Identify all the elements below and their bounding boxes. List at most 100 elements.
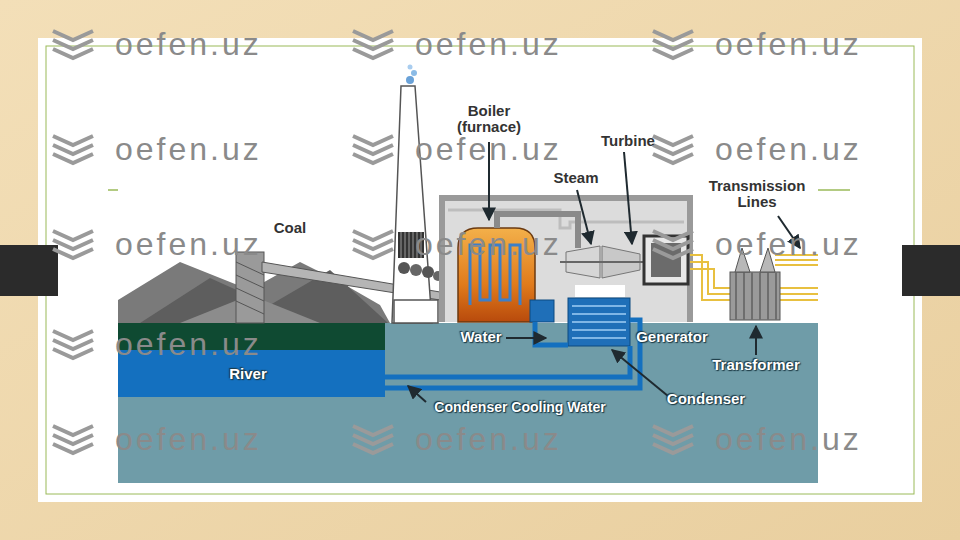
callout-label: Water <box>451 329 511 346</box>
watermark-icon <box>653 136 693 145</box>
watermark-icon <box>53 145 93 154</box>
watermark-icon <box>653 154 693 163</box>
watermark-icon <box>353 240 393 249</box>
slide-background <box>902 245 960 296</box>
watermark-icon <box>353 145 393 154</box>
watermark: oefen.uz <box>115 227 262 262</box>
watermark-icon <box>353 249 393 258</box>
power-plant-picture <box>118 50 818 483</box>
callout-label: Condenser <box>656 391 756 408</box>
power-plant-picture <box>535 322 568 345</box>
watermark-icon <box>53 240 93 249</box>
callout-label: Transformer <box>701 357 811 374</box>
watermark-icon <box>53 154 93 163</box>
watermark-icon <box>353 49 393 58</box>
slide-background <box>0 245 58 296</box>
callout-label: Generator <box>627 329 717 346</box>
power-plant-picture <box>406 76 414 84</box>
callout-label: Steam <box>536 170 616 187</box>
leader-line <box>624 152 632 244</box>
watermark-icon <box>53 40 93 49</box>
watermark-icon <box>653 231 693 240</box>
power-plant-picture <box>730 272 780 320</box>
watermark-icon <box>353 231 393 240</box>
watermark-icon <box>53 435 93 444</box>
power-plant-picture <box>385 320 640 388</box>
watermark-icon <box>353 154 393 163</box>
watermark-icon <box>653 249 693 258</box>
watermark: oefen.uz <box>415 422 562 457</box>
power-plant-picture <box>385 346 630 377</box>
slide-background <box>38 38 922 502</box>
slide-background <box>108 189 118 191</box>
power-plant-picture <box>236 262 264 314</box>
leader-line <box>408 386 426 402</box>
power-plant-picture <box>236 252 264 323</box>
watermark-icon <box>53 31 93 40</box>
watermark-icon <box>653 49 693 58</box>
watermark-icon <box>653 31 693 40</box>
leader-line <box>612 350 668 396</box>
leader-line <box>506 337 546 339</box>
callout-label: Coal <box>260 220 320 237</box>
power-plant-picture <box>392 86 432 323</box>
power-plant-picture <box>422 266 434 278</box>
watermark: oefen.uz <box>115 327 262 362</box>
watermark: oefen.uz <box>715 422 862 457</box>
watermark-icon <box>353 435 393 444</box>
watermark: oefen.uz <box>415 132 562 167</box>
power-plant-picture <box>530 300 554 322</box>
callout-label: Boiler (furnace) <box>449 103 529 136</box>
watermark: oefen.uz <box>715 27 862 62</box>
callout-label: River <box>213 366 283 383</box>
power-plant-picture <box>398 262 410 274</box>
power-plant-picture <box>572 306 626 338</box>
power-plant-picture <box>410 264 422 276</box>
power-plant-picture <box>560 261 646 263</box>
watermark-icon <box>653 426 693 435</box>
leader-line <box>755 326 757 355</box>
callout-label: Transmission Lines <box>702 178 812 211</box>
slide-background <box>818 189 850 191</box>
power-plant-picture <box>575 285 625 297</box>
watermark-icon <box>53 349 93 358</box>
watermark-icon <box>53 31 693 453</box>
watermark-icon <box>353 426 393 435</box>
leader-line <box>577 190 591 244</box>
watermark-icon <box>653 40 693 49</box>
watermark: oefen.uz <box>115 27 262 62</box>
power-plant-picture <box>394 300 438 323</box>
callout-label: Turbine <box>583 133 673 150</box>
watermark-icon <box>53 49 93 58</box>
watermark-icon <box>53 231 93 240</box>
callout-label: Condenser Cooling Water <box>410 400 630 415</box>
watermark-icon <box>53 340 93 349</box>
watermark-icon <box>53 426 93 435</box>
watermark: oefen.uz <box>715 132 862 167</box>
watermark: oefen.uz <box>115 422 262 457</box>
watermark: oefen.uz <box>115 132 262 167</box>
watermark-icon <box>53 444 93 453</box>
watermark: oefen.uz <box>715 227 862 262</box>
watermark-icon <box>653 240 693 249</box>
power-plant-picture <box>568 298 630 346</box>
watermark-icon <box>353 31 393 40</box>
watermark-icon <box>53 249 93 258</box>
watermark-icon <box>353 444 393 453</box>
slide-background <box>46 46 914 494</box>
watermark-icon <box>353 40 393 49</box>
watermark: oefen.uz <box>415 27 562 62</box>
watermark-icon <box>53 331 93 340</box>
power-plant-picture <box>118 50 818 483</box>
power-plant-picture <box>736 272 776 320</box>
watermark-icon <box>53 136 93 145</box>
watermark-icon <box>653 435 693 444</box>
watermark-icon <box>653 145 693 154</box>
watermark: oefen.uz <box>415 227 562 262</box>
watermark-icon <box>353 136 393 145</box>
power-plant-picture <box>408 65 413 70</box>
